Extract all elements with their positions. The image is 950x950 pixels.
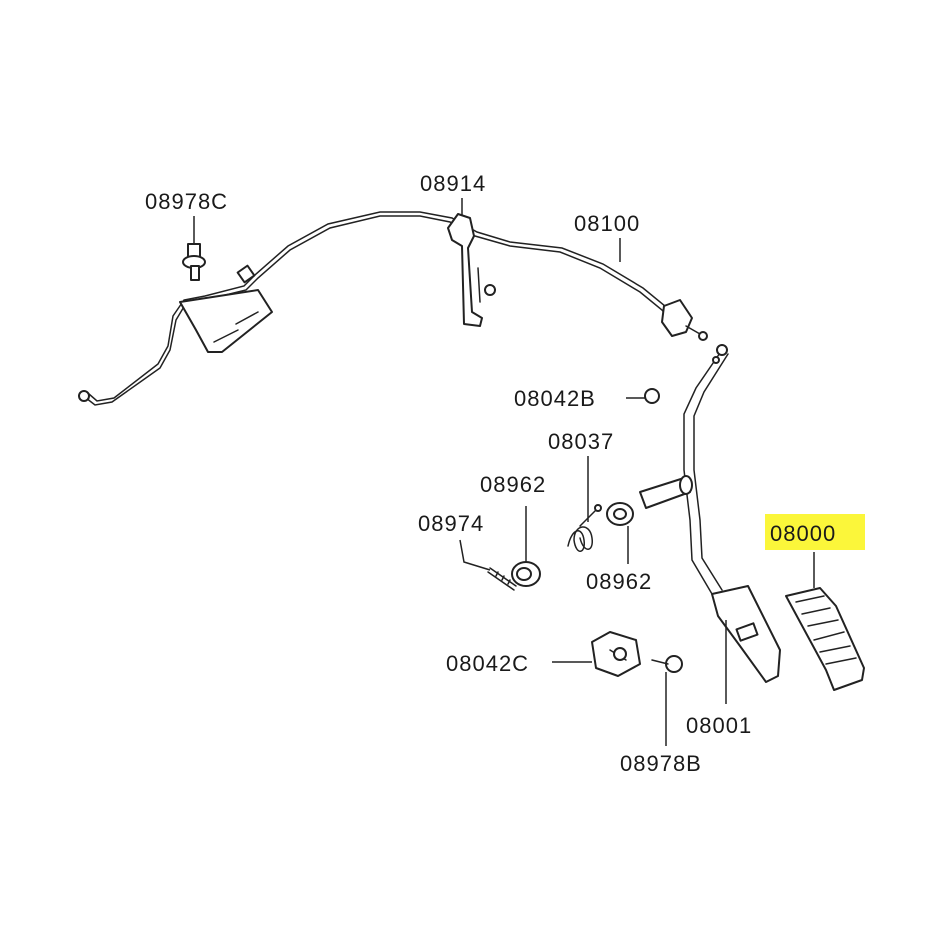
part-label-08001[interactable]: 08001	[686, 713, 752, 738]
part-label-08000[interactable]: 08000	[770, 521, 836, 546]
part-label-08974[interactable]: 08974	[418, 511, 484, 536]
part-label-08042C[interactable]: 08042C	[446, 651, 529, 676]
part-label-08037[interactable]: 08037	[548, 429, 614, 454]
pedal-pad-08000[interactable]	[785, 587, 865, 691]
bolt-08978B[interactable]	[651, 655, 683, 673]
part-label-08962-top[interactable]: 08962	[480, 472, 546, 497]
part-label-08978B[interactable]: 08978B	[620, 751, 702, 776]
part-label-08962-bottom[interactable]: 08962	[586, 569, 652, 594]
part-label-08978C[interactable]: 08978C	[145, 189, 228, 214]
clip-08914[interactable]	[447, 213, 496, 327]
part-label-08914[interactable]: 08914	[420, 171, 486, 196]
leader-08974	[459, 539, 491, 571]
cable-bracket[interactable]	[179, 289, 273, 353]
part-label-08100[interactable]: 08100	[574, 211, 640, 236]
ring-08042B[interactable]	[644, 388, 660, 404]
spring-08037[interactable]	[567, 504, 602, 552]
throttle-cable[interactable]	[78, 211, 708, 406]
stopper-08042C[interactable]	[591, 631, 641, 677]
part-label-08042B[interactable]: 08042B	[514, 386, 596, 411]
bolt-08978C[interactable]	[182, 243, 206, 281]
pivot-shaft[interactable]	[639, 475, 693, 509]
pin-08974[interactable]	[487, 567, 517, 591]
highlight-box	[765, 514, 865, 550]
pedal-arm-08001[interactable]	[683, 344, 781, 683]
bushing-08962-left[interactable]	[511, 561, 541, 587]
bushing-08962-right[interactable]	[606, 502, 634, 526]
